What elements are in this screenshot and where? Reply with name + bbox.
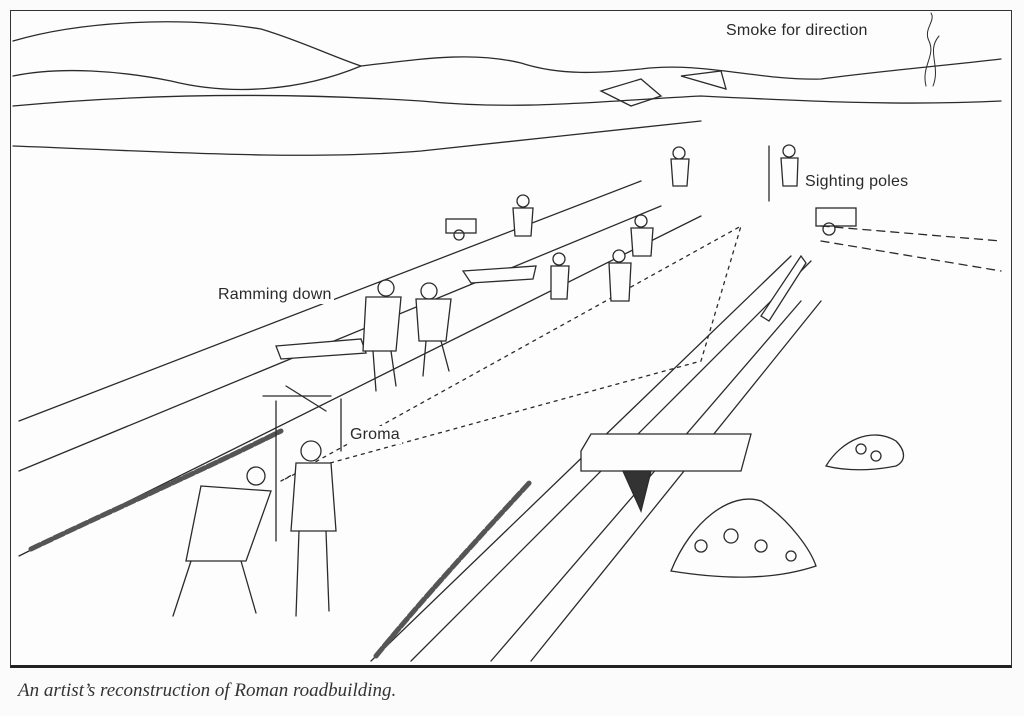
groma-instrument: [262, 385, 342, 542]
roadbuilding-drawing: [12, 12, 1002, 662]
stone-piles: [670, 434, 905, 578]
workers: [172, 144, 807, 617]
kerb-stones: [28, 428, 534, 659]
planks: [275, 265, 752, 513]
figure-caption: An artist’s reconstruction of Roman road…: [18, 680, 397, 701]
illustration-frame: [10, 10, 1012, 668]
label-groma: Groma: [348, 426, 402, 444]
smoke-signal: [924, 12, 940, 87]
hills: [12, 21, 1002, 156]
carts: [445, 207, 857, 241]
label-sighting-poles: Sighting poles: [803, 173, 911, 191]
road-trenches: [18, 180, 1002, 662]
label-ramming-down: Ramming down: [216, 286, 334, 304]
label-smoke-for-direction: Smoke for direction: [724, 22, 870, 40]
